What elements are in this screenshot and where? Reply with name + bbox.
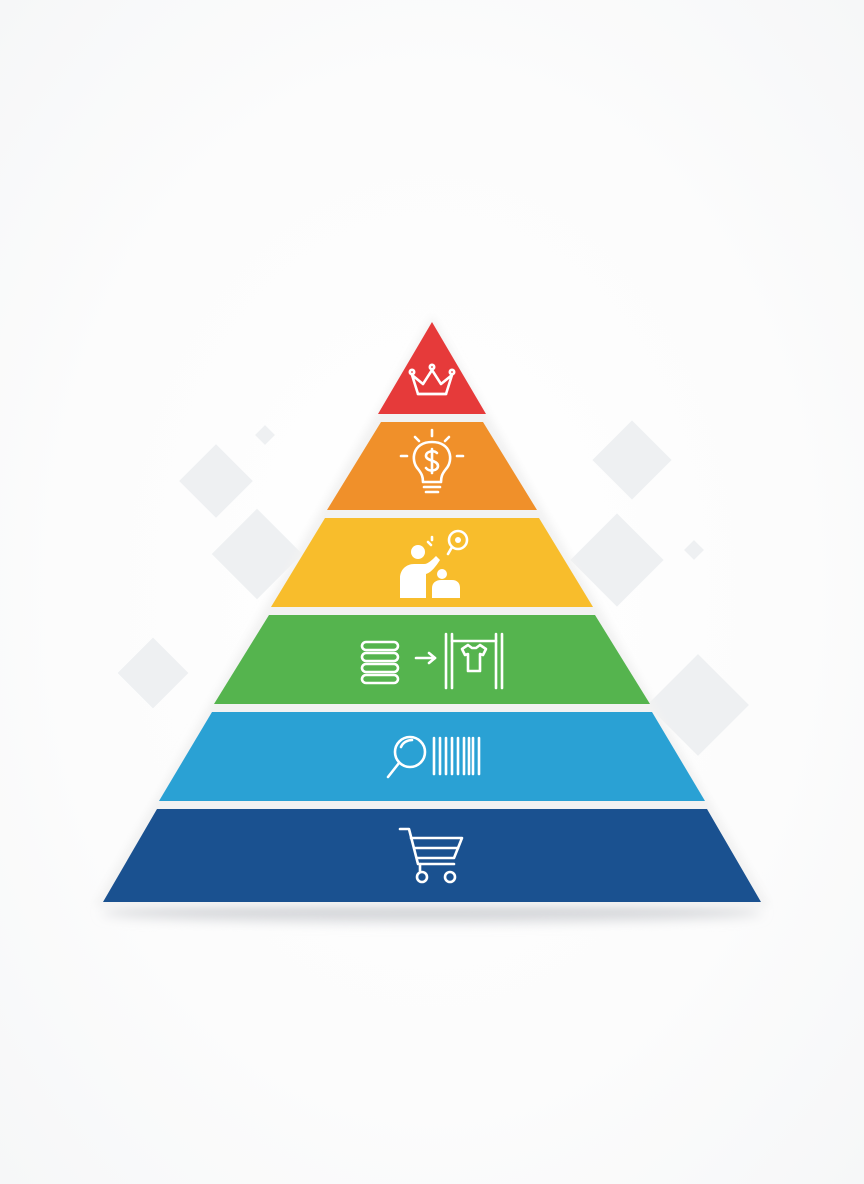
bg-diamond bbox=[179, 444, 253, 518]
bg-diamond bbox=[117, 637, 189, 709]
customer-service-icon bbox=[400, 529, 469, 598]
stock-to-shelf-icon bbox=[360, 632, 504, 690]
pyramid-tier-base bbox=[103, 809, 761, 902]
bg-diamond bbox=[570, 513, 664, 607]
pyramid-tiers bbox=[103, 322, 761, 902]
crown-icon bbox=[408, 363, 456, 396]
bg-diamond bbox=[255, 425, 275, 445]
pyramid-shadow bbox=[102, 902, 762, 922]
bg-diamond bbox=[592, 420, 672, 500]
bg-diamond bbox=[684, 540, 704, 560]
shopping-cart-icon bbox=[398, 827, 464, 884]
money-lightbulb-icon bbox=[399, 428, 465, 494]
pyramid-tier-level-5 bbox=[159, 712, 705, 801]
barcode-search-icon bbox=[386, 735, 481, 779]
